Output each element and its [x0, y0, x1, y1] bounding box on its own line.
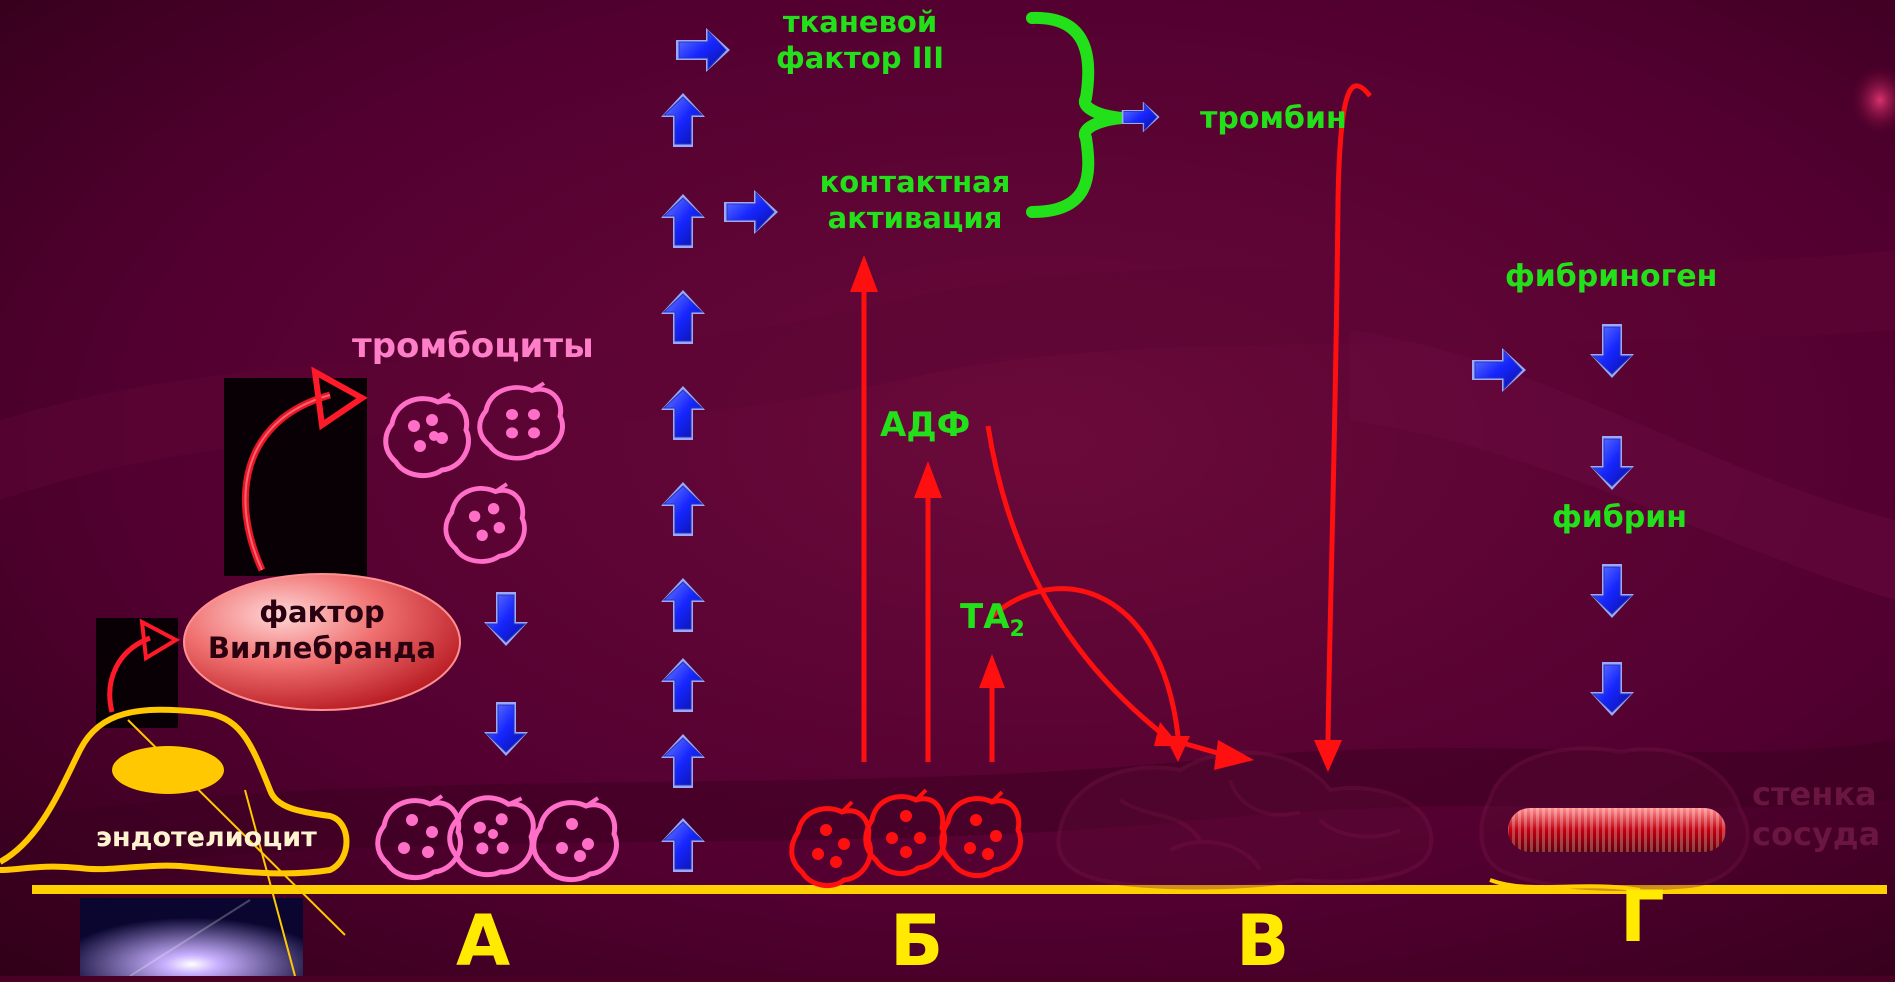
stage-letter-b: Б: [890, 900, 944, 982]
contact-activation-line1: контактная: [819, 165, 1011, 199]
endothelial-cell-label: эндотелиоцит: [96, 822, 317, 853]
vessel-wall-line2: сосуда: [1752, 815, 1881, 853]
thrombin-label: тромбин: [1200, 101, 1347, 136]
ta2-subscript: 2: [1009, 617, 1025, 642]
willebrand-line2: Виллебранда: [207, 631, 437, 666]
tissue-factor-label: тканевой фактор III: [740, 4, 980, 77]
fibrinogen-label: фибриноген: [1505, 259, 1718, 294]
stage-letter-g: Г: [1620, 876, 1665, 958]
fibrin-label: фибрин: [1552, 500, 1687, 535]
platelets-label: тромбоциты: [352, 326, 594, 366]
stage-letter-a: А: [456, 900, 511, 982]
contact-activation-line2: активация: [827, 201, 1003, 236]
contact-activation-label: контактная активация: [790, 164, 1040, 237]
ta2-label: ТА2: [960, 596, 1025, 644]
vessel-wall-label: стенка сосуда: [1752, 774, 1895, 854]
stage-letter-v: В: [1236, 900, 1290, 982]
vessel-wall-line1: стенка: [1752, 775, 1877, 813]
ta2-main: ТА: [960, 597, 1010, 637]
tissue-factor-line1: тканевой: [782, 5, 938, 39]
adp-label: АДФ: [880, 405, 971, 445]
willebrand-line1: фактор: [259, 595, 385, 629]
tissue-factor-line2: фактор III: [776, 41, 944, 76]
willebrand-factor-label: фактор Виллебранда: [196, 594, 448, 667]
